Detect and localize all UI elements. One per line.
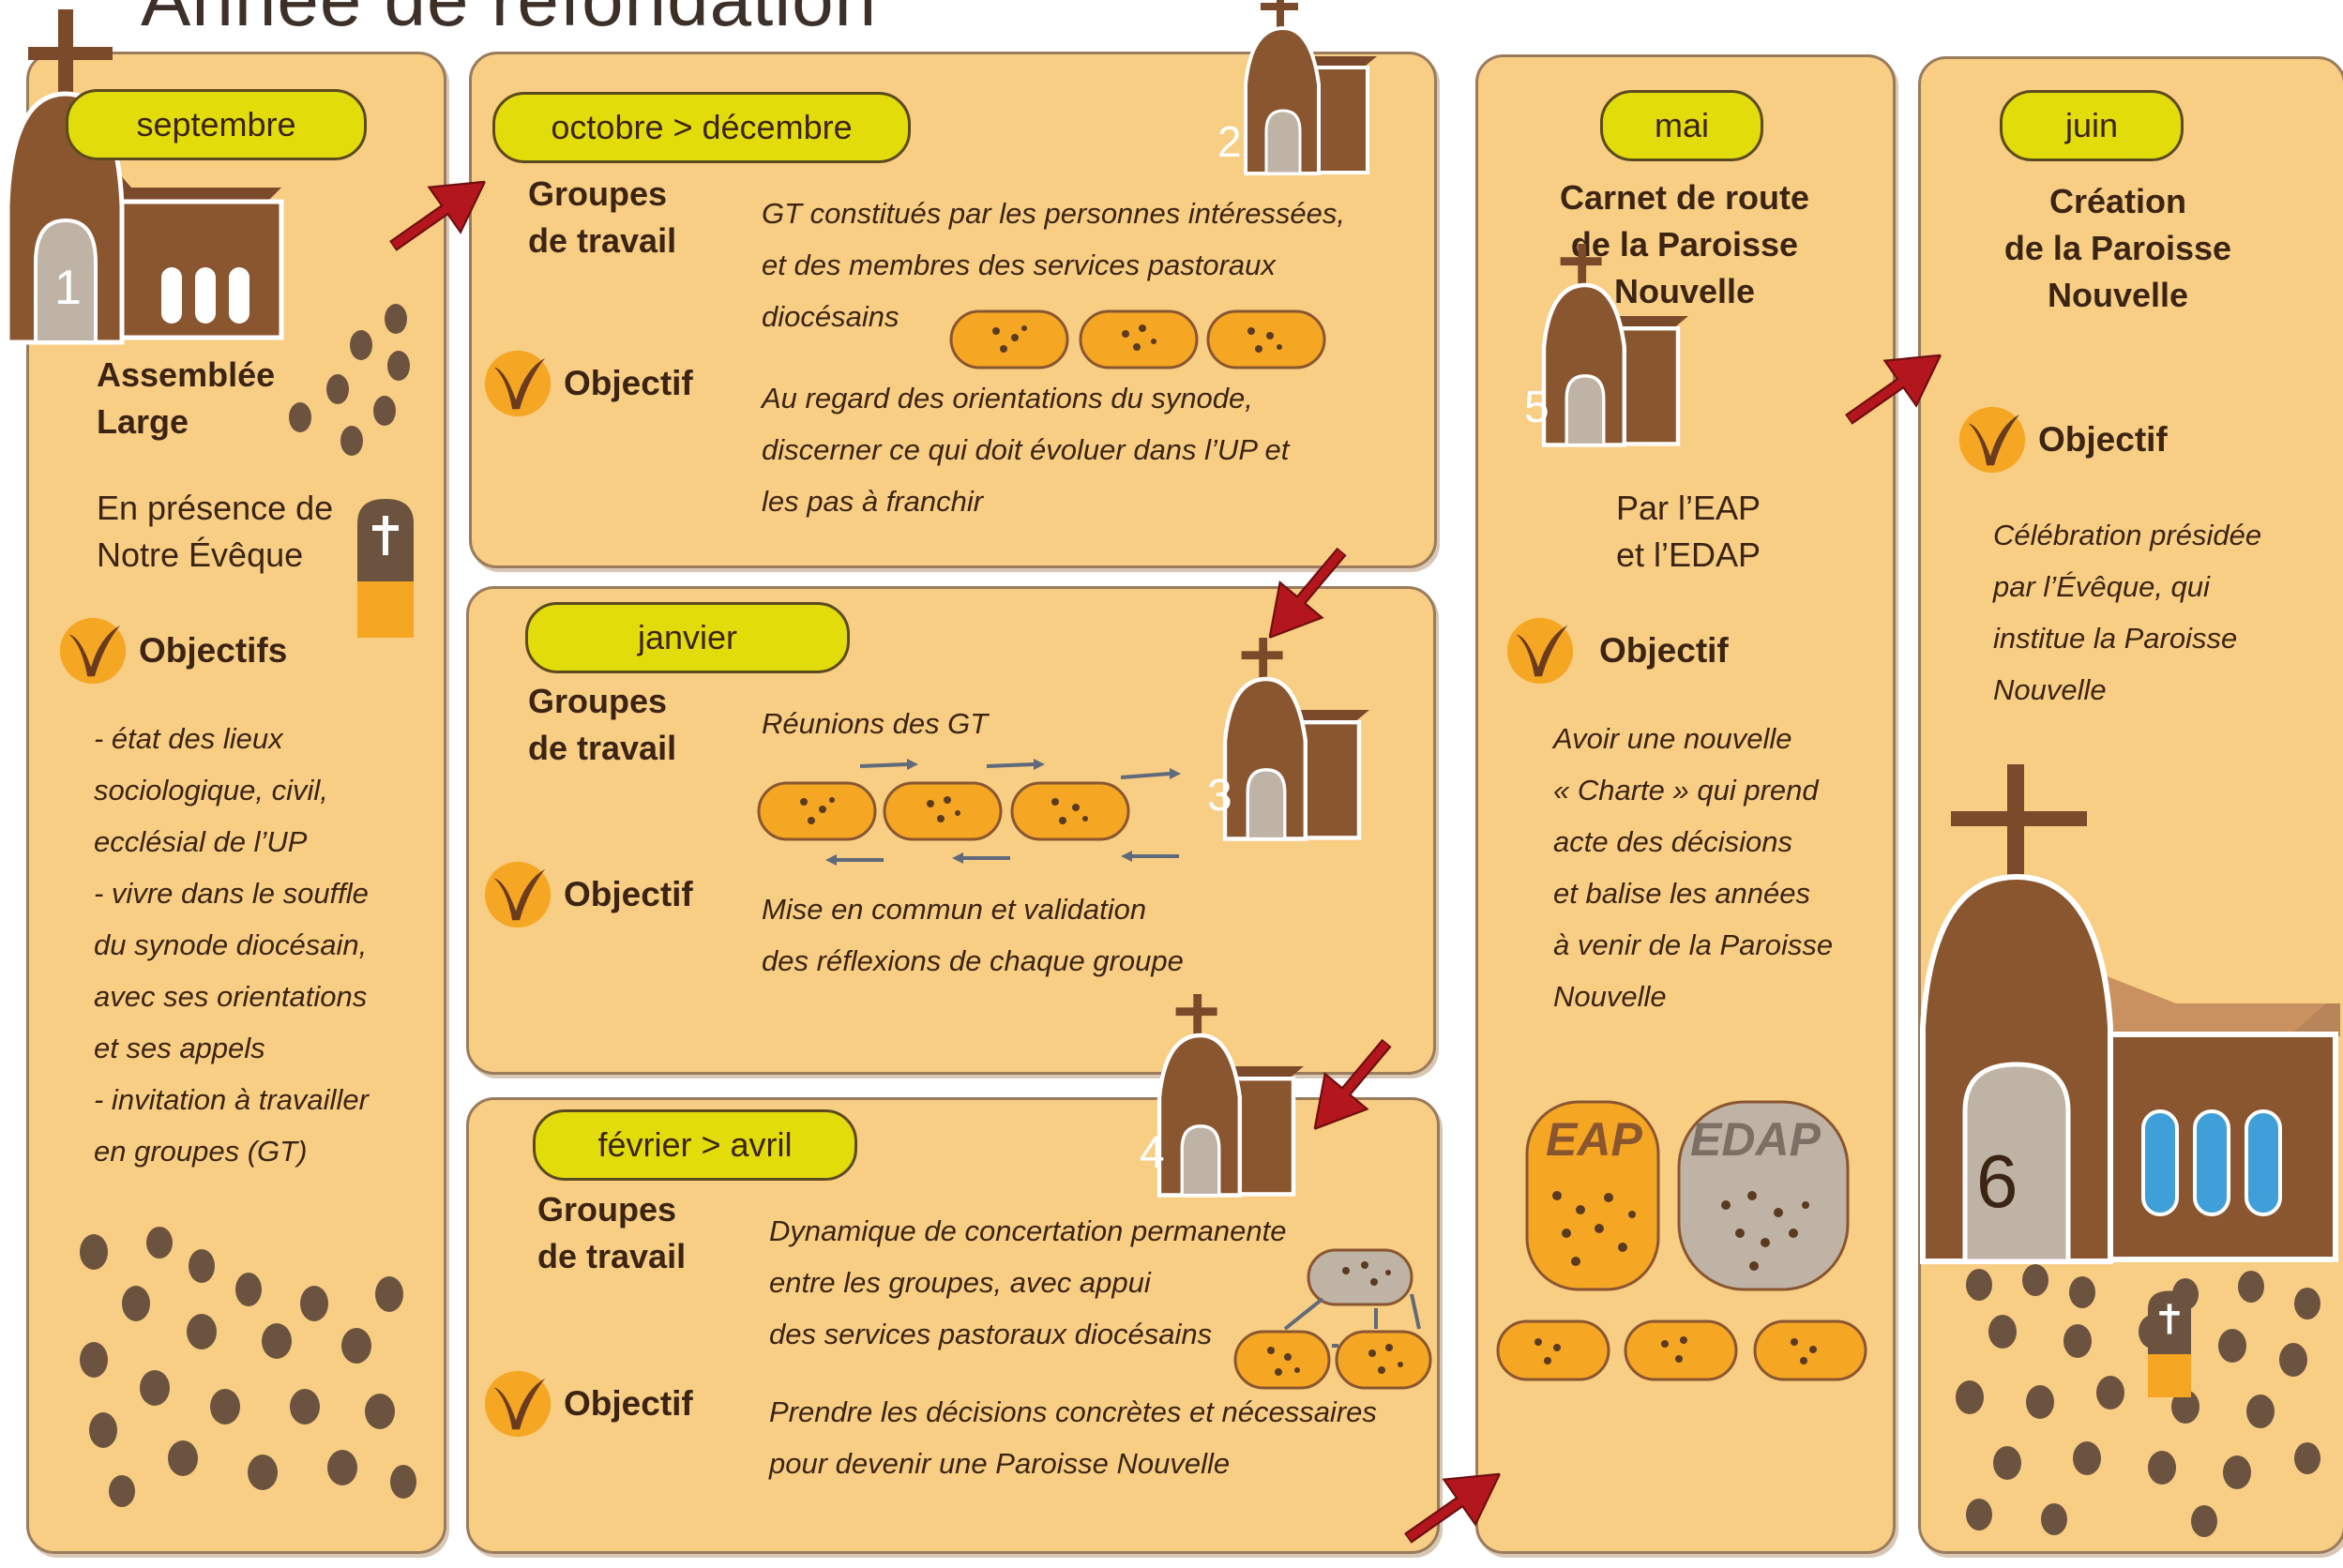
edap-label: EDAP (1690, 1113, 1821, 1166)
church-icon (1482, 244, 1688, 450)
church-number: 6 (1976, 1139, 2018, 1223)
roadmap-heading: Carnet de route de la Paroisse Nouvelle (1559, 178, 1810, 310)
page-title: Année de refondation (141, 0, 877, 43)
objective-title: Objectif (1504, 614, 1729, 687)
panel-may (1475, 54, 1896, 1554)
objective-title: Objectif (481, 858, 693, 931)
church-icon (5, 9, 284, 345)
feb-apr-description: Dynamique de concertation permanente ent… (769, 1214, 1287, 1350)
pill-oct-dec: octobre > décembre (492, 92, 911, 163)
creation-heading: Création de la Paroisse Nouvelle (2003, 182, 2232, 314)
group-icons (949, 309, 1326, 369)
pill-may: mai (1600, 90, 1763, 161)
may-objective-text: Avoir une nouvelle « Charte » qui prend … (1553, 722, 1834, 1013)
v-check-icon (1504, 614, 1577, 687)
bishop-icon (2148, 1290, 2191, 1397)
v-check-icon (481, 858, 554, 931)
january-description: Réunions des GT (762, 707, 989, 740)
january-objective-text: Mise en commun et validation des réflexi… (762, 893, 1184, 977)
assembly-heading: Assemblée Large (97, 355, 276, 441)
september-objectives-list: - état des lieux sociologique, civil, ec… (94, 722, 369, 1168)
pill-january: janvier (525, 602, 850, 673)
work-groups-heading: Groupes de travail (528, 174, 677, 260)
v-check-icon (481, 1367, 554, 1440)
panel-june (1918, 56, 2343, 1554)
bishop-icon (357, 499, 414, 638)
church-number: 1 (54, 261, 82, 315)
work-groups-heading: Groupes de travail (528, 682, 677, 767)
crowd-dots (80, 1227, 416, 1507)
june-objective-text: Célébration présidée par l’Évêque, qui i… (1993, 519, 2262, 706)
group-icons (757, 759, 1181, 866)
v-check-icon (1956, 403, 2029, 476)
group-icons (1496, 1319, 1867, 1381)
church-icon (1097, 994, 1304, 1200)
church-icon (1163, 638, 1369, 844)
church-number: 2 (1217, 117, 1242, 166)
pill-september: septembre (66, 89, 367, 160)
church-number: 4 (1140, 1128, 1165, 1178)
crowd-dots (1956, 1264, 2320, 1537)
church-number: 3 (1207, 771, 1232, 821)
people-dots (289, 304, 410, 456)
v-check-icon (481, 347, 554, 420)
feb-apr-objective-text: Prendre les décisions concrètes et néces… (769, 1395, 1377, 1480)
v-check-icon (56, 614, 129, 687)
church-icon (1920, 764, 2340, 1264)
eap-label: EAP (1546, 1113, 1642, 1166)
objectives-title: Objectifs (56, 614, 287, 687)
presence-text: En présence de Notre Évêque (97, 489, 334, 574)
pill-feb-apr: février > avril (533, 1109, 857, 1181)
group-network-icon (1233, 1248, 1432, 1390)
pill-june: juin (2000, 90, 2184, 161)
oct-dec-description: GT constitués par les personnes intéress… (762, 197, 1346, 333)
objective-title: Objectif (481, 347, 693, 420)
objective-title: Objectif (481, 1367, 693, 1440)
eap-edap-groups (1525, 1100, 1850, 1291)
eap-edap-text: Par l’EAP et l’EDAP (1615, 489, 1761, 574)
work-groups-heading: Groupes de travail (537, 1190, 687, 1275)
objective-title: Objectif (1956, 403, 2168, 476)
church-number: 5 (1524, 383, 1549, 432)
oct-dec-objective-text: Au regard des orientations du synode, di… (762, 382, 1290, 518)
